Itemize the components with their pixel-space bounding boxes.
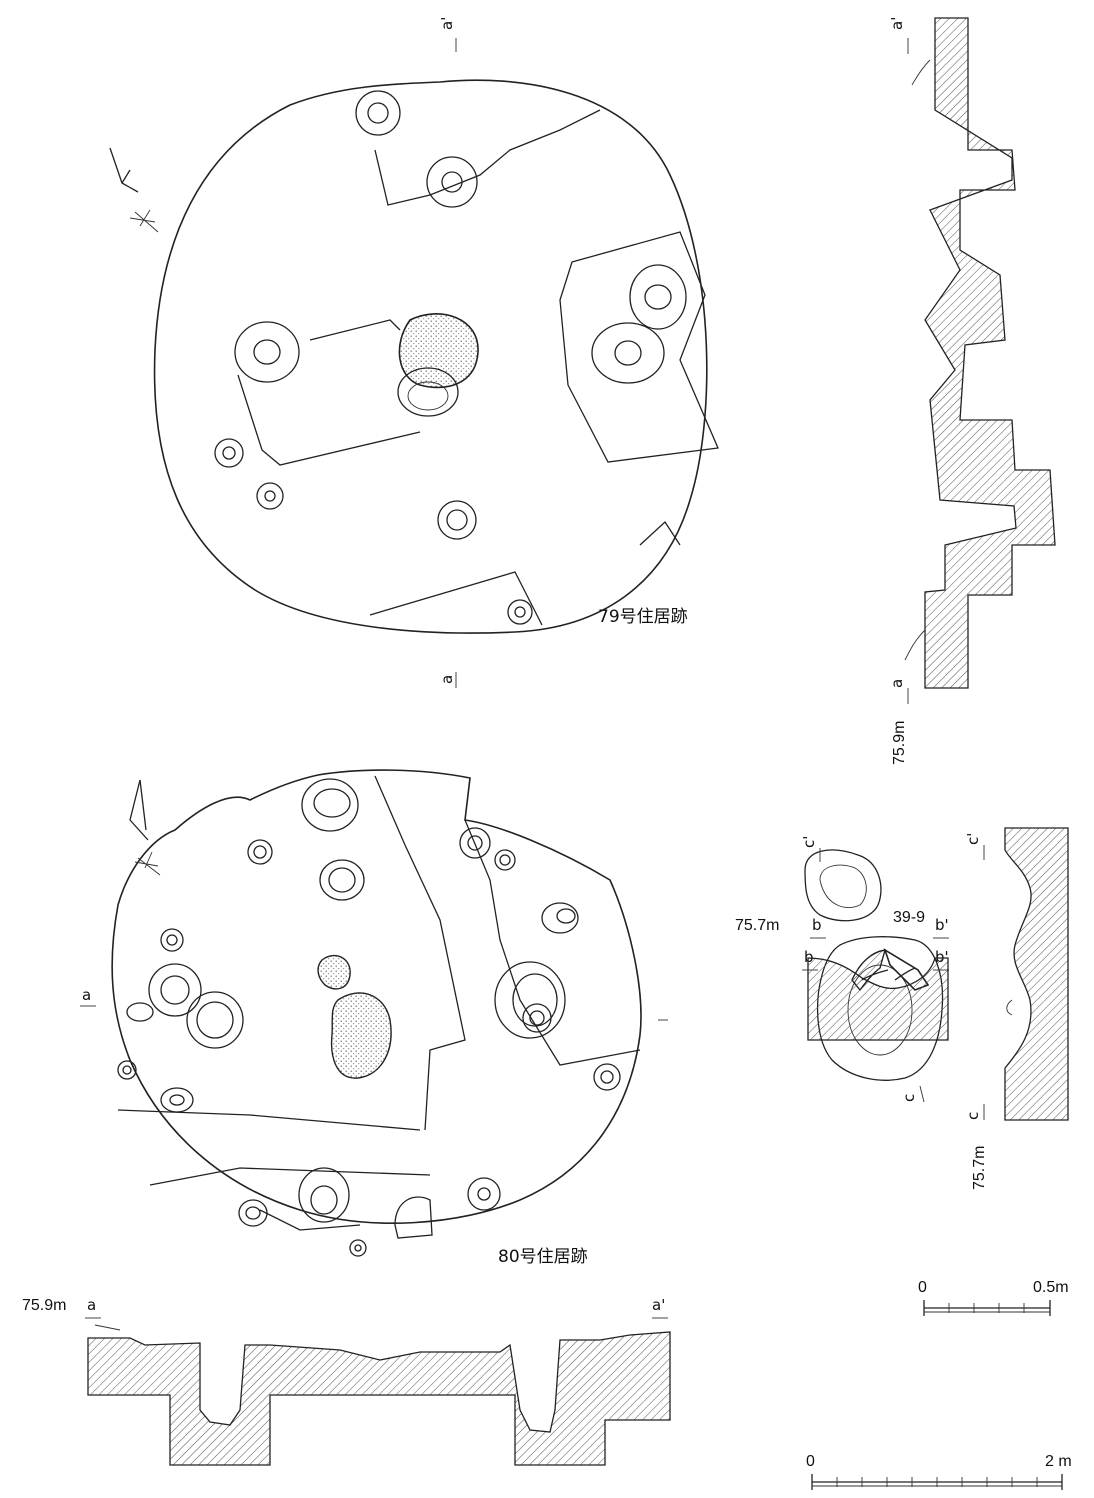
post-hole xyxy=(494,849,516,871)
pit-c-section-c: c xyxy=(964,1112,982,1120)
pit-id: 39-9 xyxy=(893,909,925,926)
house-80-plan: 80号住居跡 a xyxy=(80,769,668,1267)
scale-large-end: 2 m xyxy=(1045,1453,1072,1470)
pit-point-b: b xyxy=(804,948,814,966)
house-80-section-a-prime: a' xyxy=(652,1296,665,1314)
post-hole xyxy=(319,859,365,901)
house-79-point-a: a xyxy=(438,675,456,684)
hearth xyxy=(398,313,479,389)
post-hole xyxy=(494,961,566,1039)
post-hole xyxy=(591,322,665,384)
scale-large-start: 0 xyxy=(806,1453,815,1470)
pit-c-outline xyxy=(804,849,882,922)
north-arrow-icon xyxy=(129,779,161,876)
pit-point-c-prime: c' xyxy=(800,836,818,848)
post-hole xyxy=(298,1167,350,1223)
pit-b-section-b-prime: b' xyxy=(935,916,949,934)
house-80-floor-line xyxy=(464,819,641,1066)
house-80-point-a: a xyxy=(82,986,91,1004)
hearth xyxy=(330,992,392,1079)
house-80-section: 75.9m a a' xyxy=(22,1296,671,1466)
post-hole xyxy=(394,1196,433,1239)
house-79-floor-line xyxy=(639,521,681,546)
house-80-floor-line xyxy=(259,1209,361,1231)
post-hole xyxy=(507,599,533,625)
section-fill xyxy=(1004,827,1069,1121)
pit-b-section: 75.7m b b' xyxy=(735,916,949,1041)
house-79-point-a-prime: a' xyxy=(438,17,456,30)
post-hole xyxy=(426,156,478,208)
post-hole xyxy=(437,500,477,540)
house-80-floor-line xyxy=(374,775,466,1131)
house-80-section-a: a xyxy=(87,1296,96,1314)
house-79-floor-line xyxy=(309,319,401,341)
house-80-outline xyxy=(111,769,642,1224)
house-79-floor-line xyxy=(369,571,543,626)
house-79-section-elevation: 75.9m xyxy=(891,721,908,765)
post-hole xyxy=(234,321,300,383)
hearth-pit xyxy=(407,381,449,411)
post-hole xyxy=(593,1063,621,1091)
post-hole xyxy=(238,1199,268,1227)
post-hole xyxy=(160,928,184,952)
scale-bar-large: 0 2 m xyxy=(806,1453,1072,1490)
north-arrow-icon xyxy=(109,147,159,233)
section-fill xyxy=(807,957,949,1041)
house-79-section-a-prime: a' xyxy=(888,17,906,30)
house-80-section-elevation: 75.9m xyxy=(22,1297,66,1314)
house-79-outline xyxy=(153,79,708,634)
post-hole xyxy=(541,902,579,934)
house-79-floor-line xyxy=(374,109,601,206)
hearth-pit xyxy=(397,367,459,417)
post-hole xyxy=(467,1177,501,1211)
post-hole xyxy=(117,1060,137,1080)
scale-small-end: 0.5m xyxy=(1033,1279,1069,1296)
house-80-floor-line xyxy=(149,1167,431,1186)
post-hole xyxy=(355,90,401,136)
house-80-title: 80号住居跡 xyxy=(498,1247,588,1267)
post-hole xyxy=(186,991,244,1049)
post-hole xyxy=(349,1239,367,1257)
post-hole xyxy=(160,1087,194,1113)
house-79-plan: 79号住居跡 a' a xyxy=(109,17,719,688)
post-hole xyxy=(301,778,359,832)
section-fill xyxy=(87,1331,671,1466)
pit-c-section: c' c 75.7m xyxy=(964,827,1069,1190)
post-hole xyxy=(126,1002,154,1022)
house-79-section-a: a xyxy=(888,679,906,688)
post-hole xyxy=(459,827,491,859)
post-hole xyxy=(214,438,244,468)
house-79-floor-line xyxy=(237,374,421,466)
post-hole xyxy=(256,482,284,510)
section-fill xyxy=(924,17,1056,689)
hearth xyxy=(317,955,351,990)
pit-b-section-elevation: 75.7m xyxy=(735,917,779,934)
post-hole xyxy=(148,963,202,1017)
pit-point-c: c xyxy=(900,1094,918,1102)
post-hole xyxy=(629,264,687,330)
house-79-section: a' a 75.9m xyxy=(888,17,1056,765)
house-79-title: 79号住居跡 xyxy=(598,607,688,627)
house-79-floor-line xyxy=(559,231,719,463)
post-hole xyxy=(247,839,273,865)
scale-small-start: 0 xyxy=(918,1279,927,1296)
house-80-floor-line xyxy=(117,1109,421,1131)
pit-c-section-c-prime: c' xyxy=(964,833,982,845)
pit-c-section-elevation: 75.7m xyxy=(971,1146,988,1190)
pit-b-section-b: b xyxy=(812,916,822,934)
scale-bar-small: 0 0.5m xyxy=(918,1279,1069,1316)
